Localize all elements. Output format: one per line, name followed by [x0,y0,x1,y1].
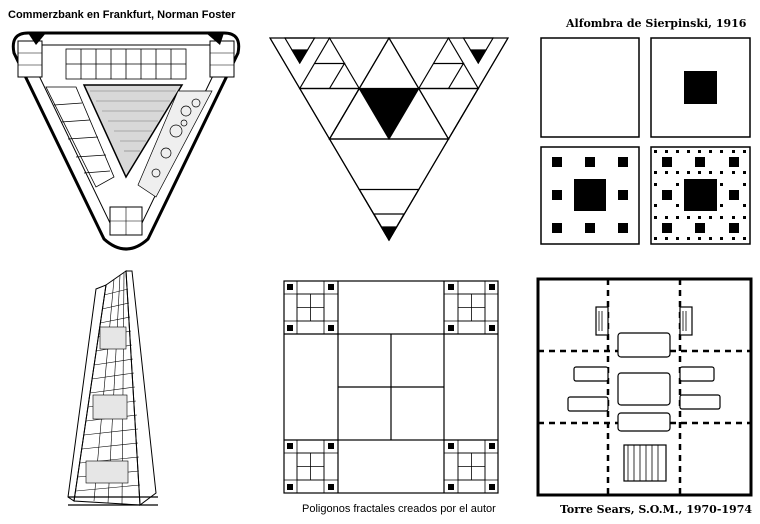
caption-commerzbank: Commerzbank en Frankfurt, Norman Foster [8,9,236,21]
commerzbank-tower-perspective [66,265,166,510]
carpet-iteration-1 [650,37,751,138]
sears-tower-plan [536,277,753,497]
sierpinski-triangle [268,36,510,242]
carpet-iteration-3 [650,146,751,245]
carpet-iteration-0 [540,37,640,138]
caption-sierpinski-carpet: Alfombra de Sierpinski, 1916 [566,17,747,30]
carpet-iteration-2 [540,146,640,245]
fractal-square-plan [283,280,499,494]
commerzbank-floor-plan [6,27,246,252]
caption-fractal-polygons: Poligonos fractales creados por el autor [302,503,496,515]
caption-sears-tower: Torre Sears, S.O.M., 1970-1974 [560,503,753,516]
